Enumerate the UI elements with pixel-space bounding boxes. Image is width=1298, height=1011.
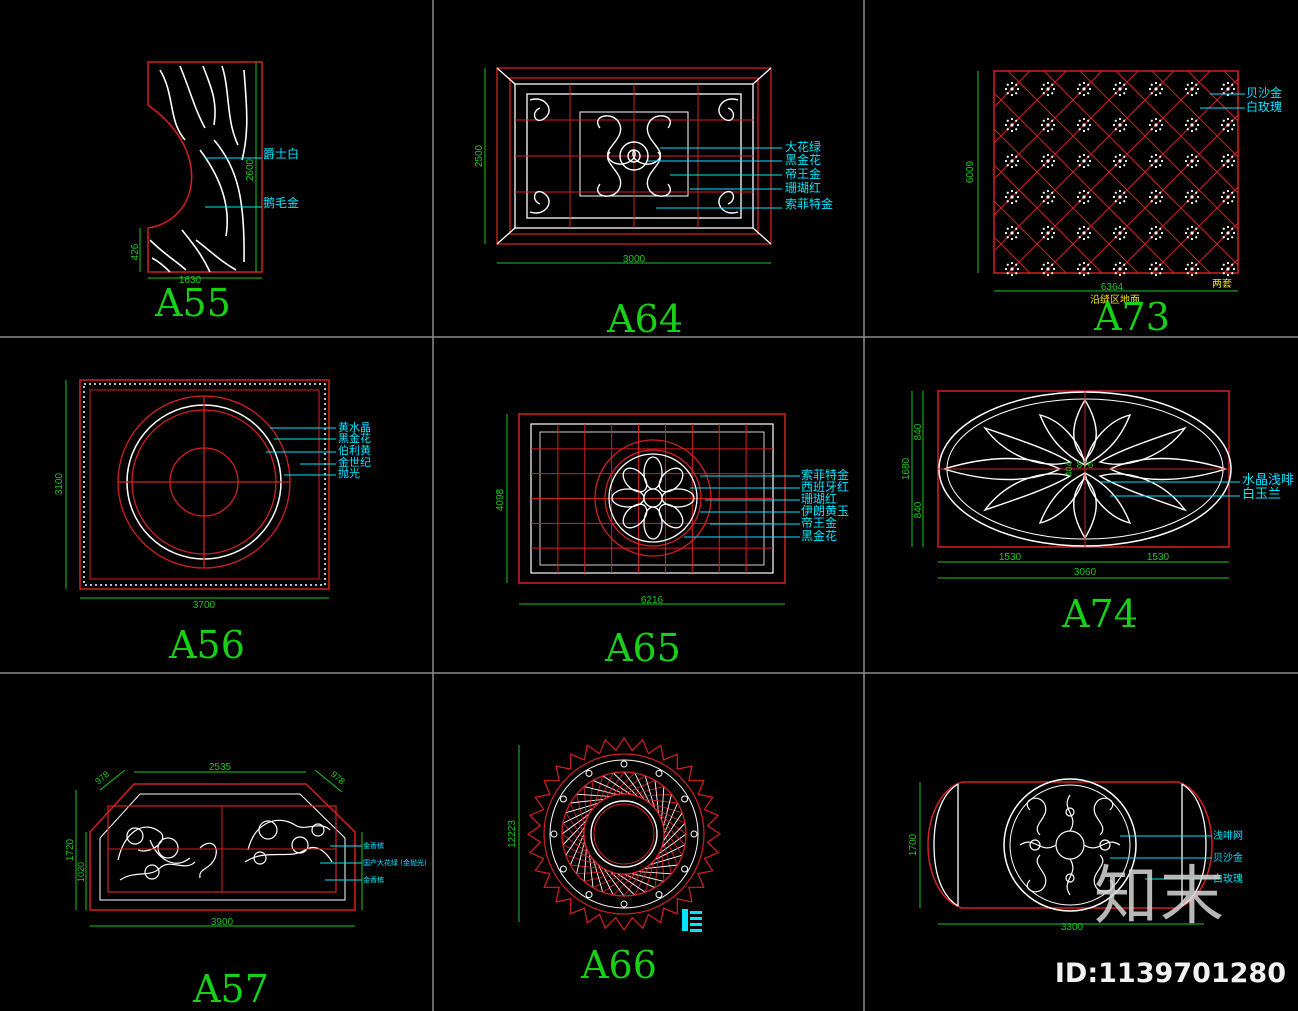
a57-dim-bottom: 3900 bbox=[211, 917, 234, 928]
a56-label: A56 bbox=[168, 623, 245, 667]
a75-material-1: 浅啡网 bbox=[1213, 829, 1243, 842]
panel-a66[interactable]: 12223 A66 bbox=[507, 736, 722, 987]
a55-label: A55 bbox=[154, 281, 231, 325]
a65-dim-width: 6216 bbox=[641, 595, 664, 606]
a64-material-4: 珊瑚红 bbox=[785, 180, 821, 195]
a57-label: A57 bbox=[192, 967, 269, 1011]
a56-dim-width: 3700 bbox=[193, 600, 216, 611]
a55-material-1: 爵士白 bbox=[263, 146, 299, 161]
a73-note-area: 沿缝区地面 bbox=[1090, 293, 1140, 306]
a65-label: A65 bbox=[604, 626, 681, 670]
a66-dim-diameter: 12223 bbox=[507, 820, 518, 848]
a74-dim-width: 3060 bbox=[1074, 567, 1097, 578]
a75-material-2: 贝沙金 bbox=[1213, 851, 1243, 864]
a57-dim-side-height: 1020 bbox=[76, 862, 86, 882]
a74-material-1: 水晶浅啡 bbox=[1242, 473, 1294, 488]
a73-material-1: 贝沙金 bbox=[1246, 85, 1282, 100]
a65-material-4: 伊朗黄玉 bbox=[801, 504, 849, 518]
a64-dim-width: 3000 bbox=[623, 254, 646, 265]
panel-a57[interactable]: 2535 3900 1720 1020 978 978 金香槟 国产大花绿 (金… bbox=[65, 762, 427, 1011]
a56-material-3: 伯利黄 bbox=[338, 443, 371, 457]
a73-material-2: 白玫瑰 bbox=[1246, 99, 1282, 114]
a65-material-6: 黑金花 bbox=[801, 528, 837, 543]
a75-dim-width: 3300 bbox=[1061, 922, 1084, 933]
a73-dim-height: 6009 bbox=[965, 160, 976, 183]
brand-watermark: 知末 bbox=[1094, 860, 1226, 934]
a64-dim-height: 2500 bbox=[474, 144, 485, 167]
a64-material-1: 大花绿 bbox=[785, 139, 821, 154]
a74-dim-height: 1680 bbox=[901, 457, 912, 480]
a64-material-2: 黑金花 bbox=[785, 152, 821, 167]
a57-material-2: 国产大花绿 (金抛光) bbox=[363, 858, 427, 867]
a74-dim-center-w: 876 bbox=[1077, 460, 1094, 471]
a55-material-2: 鹅毛金 bbox=[263, 195, 299, 210]
legend-icon bbox=[682, 909, 702, 932]
panel-a56[interactable]: 3700 3100 黄水晶 黑金花 伯利黄 金世纪 抛光 A56 bbox=[54, 379, 371, 667]
panel-a55[interactable]: 1630 2600 426 爵士白 鹅毛金 A55 bbox=[130, 61, 299, 325]
a64-label: A64 bbox=[606, 297, 683, 341]
a74-dim-half-left: 1530 bbox=[999, 552, 1022, 563]
a74-dim-half-right: 1530 bbox=[1147, 552, 1170, 563]
panel-a65[interactable]: 6216 4098 索菲特金 西班牙红 珊瑚红 伊朗黄玉 帝王金 黑金花 A65 bbox=[495, 413, 849, 670]
a74-material-2: 白玉兰 bbox=[1242, 486, 1281, 502]
panel-a73[interactable]: 6364 6009 贝沙金 白玫瑰 沿缝区地面 两套 A73 bbox=[792, 70, 1298, 339]
a73-dim-width: 6364 bbox=[1101, 282, 1124, 293]
a65-material-1: 索菲特金 bbox=[801, 467, 849, 482]
a66-label: A66 bbox=[580, 943, 657, 987]
a57-material-1: 金香槟 bbox=[363, 841, 384, 850]
a55-dim-offset: 426 bbox=[130, 243, 141, 260]
a55-dim-width: 1630 bbox=[179, 275, 202, 286]
a57-dim-height: 1720 bbox=[65, 838, 76, 861]
a74-dim-lower: 840 bbox=[913, 501, 924, 518]
panel-a64[interactable]: 3000 2500 大花绿 黑金花 帝王金 珊瑚红 索菲特金 A64 bbox=[474, 67, 833, 341]
a56-material-4: 金世纪 bbox=[338, 455, 371, 469]
a56-dim-height: 3100 bbox=[54, 472, 65, 495]
a56-material-2: 黑金花 bbox=[338, 431, 371, 445]
panel-a75[interactable]: 3300 1700 浅啡网 贝沙金 白玫瑰 bbox=[908, 778, 1243, 933]
a65-material-5: 帝王金 bbox=[801, 515, 837, 530]
a65-material-3: 珊瑚红 bbox=[801, 491, 837, 506]
a74-dim-upper: 840 bbox=[913, 423, 924, 440]
a64-material-5: 索菲特金 bbox=[785, 196, 833, 211]
a75-material-3: 白玫瑰 bbox=[1213, 872, 1243, 885]
a55-dim-height: 2600 bbox=[245, 158, 256, 181]
a73-label: A73 bbox=[1093, 295, 1170, 339]
a65-material-2: 西班牙红 bbox=[801, 479, 849, 494]
panel-a74[interactable]: 3060 1530 1530 1680 840 840 876 404 水晶浅啡… bbox=[901, 390, 1294, 636]
a56-material-1: 黄水晶 bbox=[338, 420, 371, 434]
a74-dim-center-h: 404 bbox=[1064, 461, 1074, 476]
document-id: ID:1139701280 bbox=[1054, 958, 1286, 989]
a57-dim-top: 2535 bbox=[209, 762, 232, 773]
a65-dim-height: 4098 bbox=[495, 488, 506, 511]
a75-dim-height: 1700 bbox=[908, 833, 919, 856]
a74-label: A74 bbox=[1061, 592, 1138, 636]
a73-note-count: 两套 bbox=[1212, 277, 1232, 290]
a56-material-5: 抛光 bbox=[338, 466, 360, 480]
a64-material-3: 帝王金 bbox=[785, 166, 821, 181]
a57-material-3: 金香槟 bbox=[363, 875, 384, 884]
